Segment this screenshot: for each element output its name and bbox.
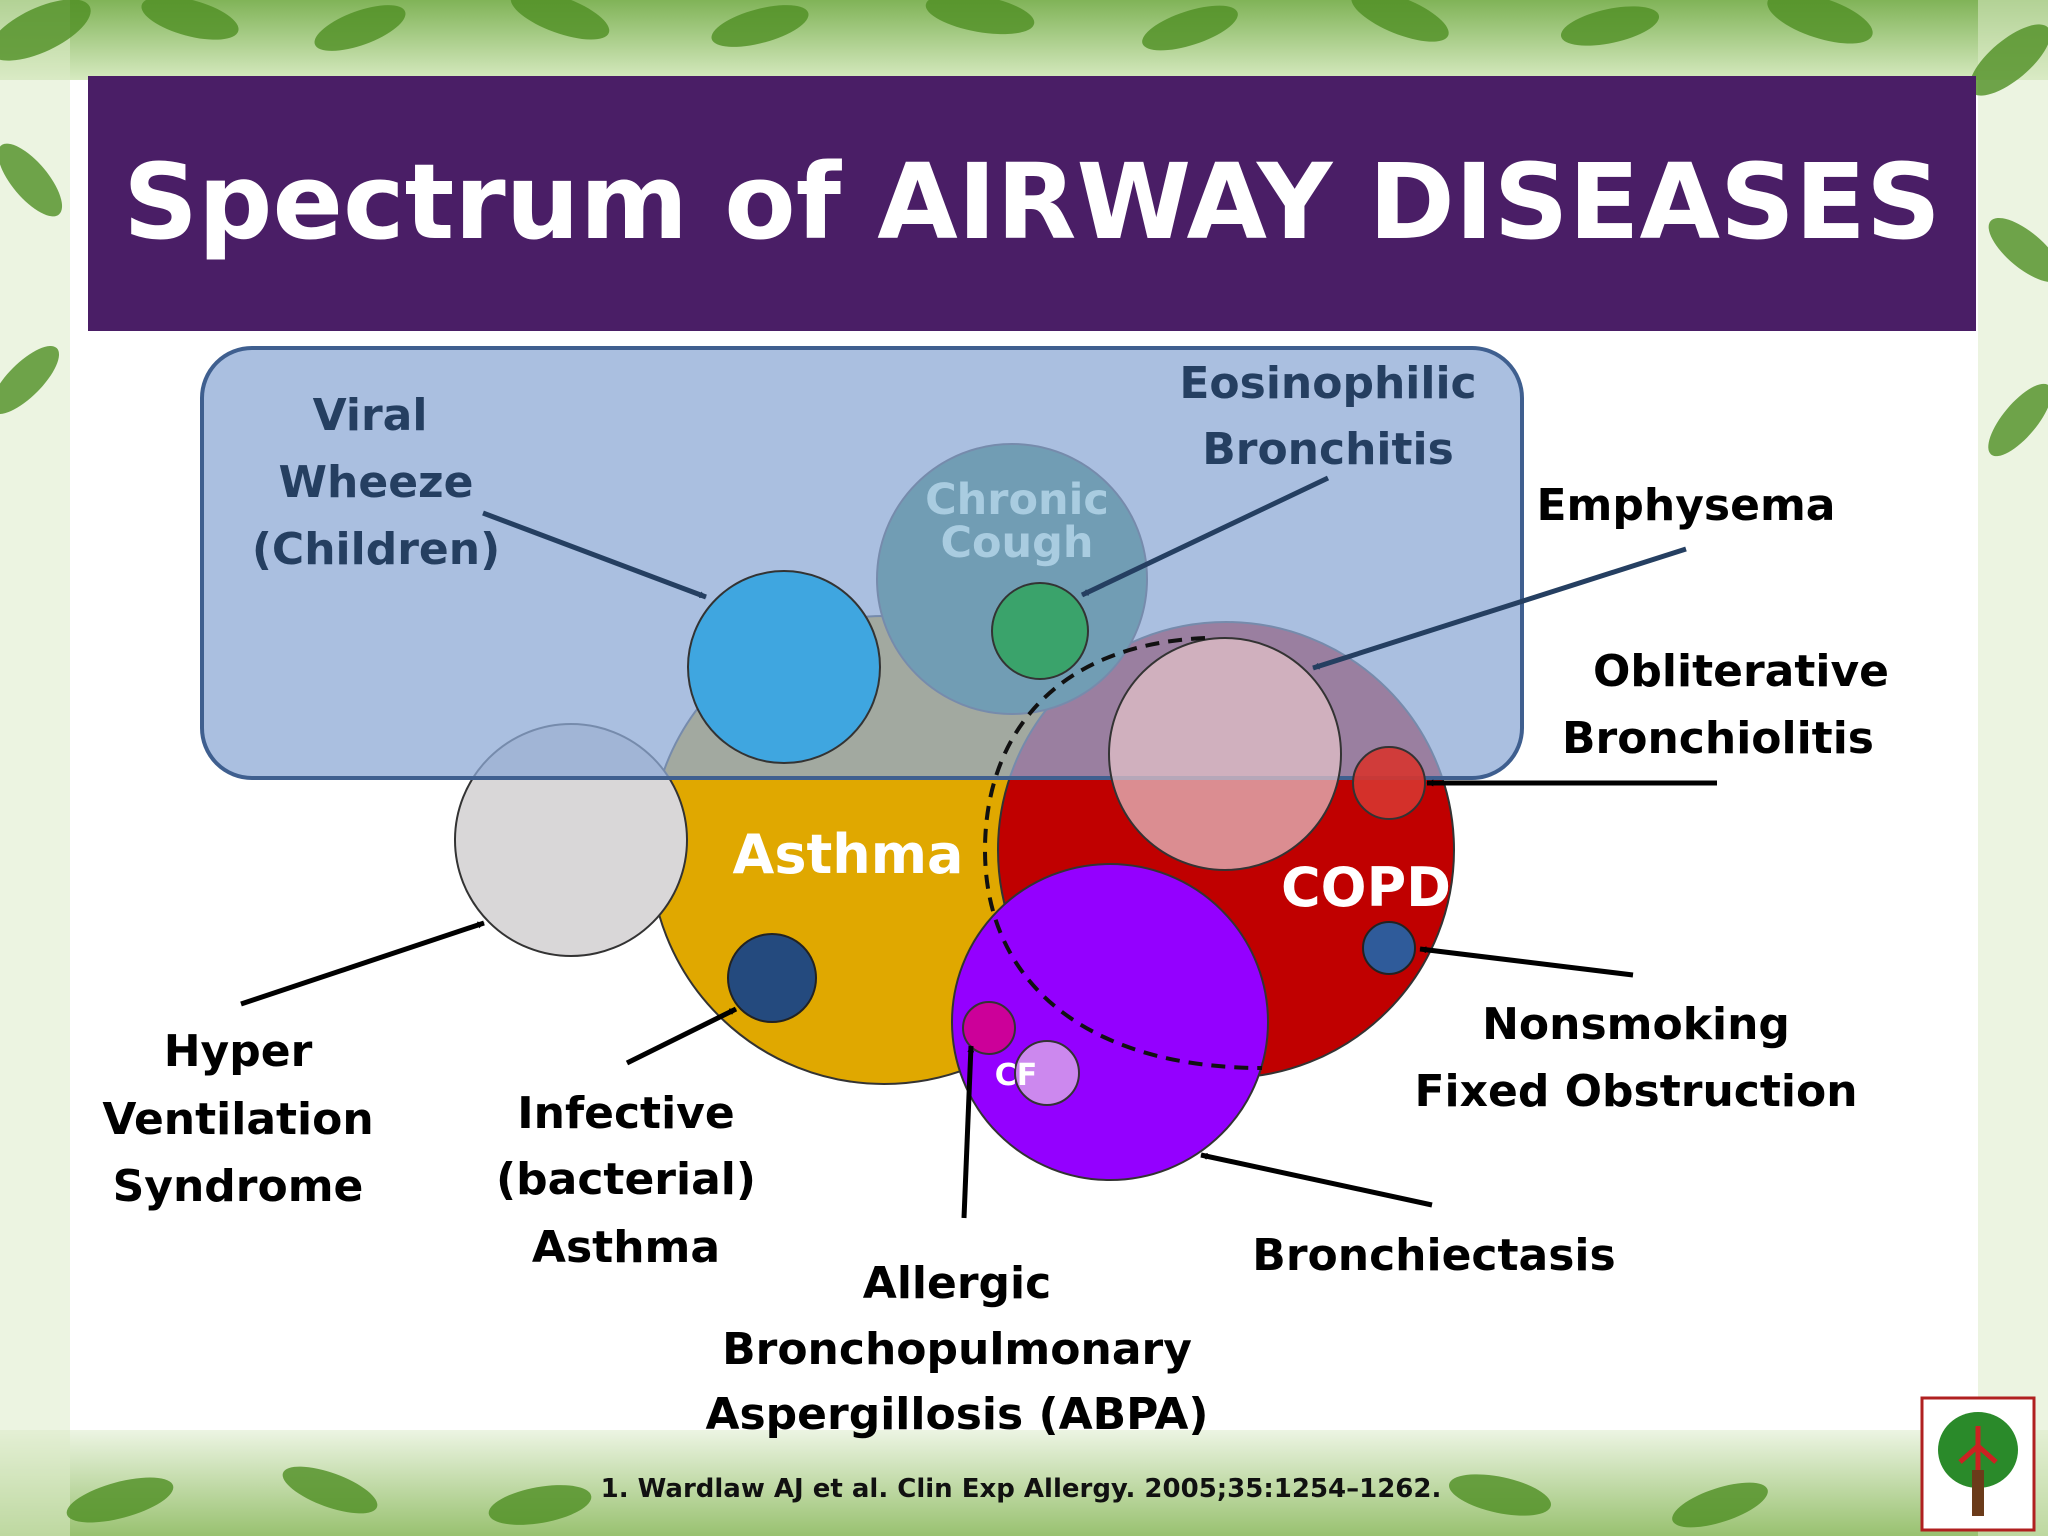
emphysema-arrow — [1312, 546, 1687, 671]
dashed-overlap-boundary — [982, 636, 1263, 1070]
asthma-label: Asthma — [733, 823, 964, 886]
nonsmoking-label-1: Nonsmoking — [1482, 999, 1790, 1050]
infective-label-3: Asthma — [532, 1222, 720, 1273]
infective-asthma-arrow — [625, 1006, 738, 1066]
abpa-arrow — [961, 1045, 975, 1219]
diagram-labels: Viral Wheeze (Children) Eosinophilic Bro… — [102, 358, 1889, 1440]
abpa-circle — [962, 1001, 1016, 1055]
eosinophilic-bronchitis-circle — [991, 582, 1089, 680]
infective-asthma-circle — [727, 933, 817, 1023]
infective-label-2: (bacterial) — [496, 1154, 756, 1205]
obliterative-label-2: Bronchiolitis — [1562, 713, 1874, 764]
viral-wheeze-label-2: Wheeze — [279, 457, 474, 508]
nonsmoking-fixed-circle — [1362, 921, 1416, 975]
airway-diagram: Asthma COPD Chronic Cough CF — [200, 346, 1524, 1181]
bronchiectasis-arrow — [1200, 1152, 1433, 1208]
emphysema-circle — [1108, 637, 1342, 871]
hyperventilation-label-2: Ventilation — [102, 1094, 373, 1145]
bronchiectasis-label: Bronchiectasis — [1252, 1230, 1615, 1281]
slide-title: Spectrum of AIRWAY DISEASES — [123, 141, 1941, 263]
obliterative-bronchiolitis-circle — [1352, 746, 1426, 820]
hyperventilation-arrow — [240, 920, 485, 1007]
chronic-cough-label-line2: Cough — [940, 518, 1093, 568]
hyperventilation-label-3: Syndrome — [113, 1161, 364, 1212]
nonsmoking-fixed-arrow — [1419, 946, 1634, 978]
eosinophilic-label-1: Eosinophilic — [1179, 358, 1476, 409]
eosinophilic-label-2: Bronchitis — [1202, 424, 1454, 475]
hyperventilation-label-1: Hyper — [164, 1026, 313, 1077]
reference-citation: 1. Wardlaw AJ et al. Clin Exp Allergy. 2… — [601, 1474, 1442, 1504]
abpa-label-2: Bronchopulmonary — [722, 1324, 1192, 1375]
viral-wheeze-label-1: Viral — [313, 390, 428, 441]
leader-arrows — [240, 475, 1717, 1219]
title-bar — [88, 76, 1976, 331]
cf-circle — [1014, 1040, 1080, 1106]
viral-wheeze-arrow — [482, 510, 707, 600]
emphysema-label: Emphysema — [1537, 480, 1836, 531]
abpa-label-3: Aspergillosis (ABPA) — [705, 1389, 1208, 1440]
cf-label: CF — [995, 1058, 1038, 1093]
viral-wheeze-label-3: (Children) — [252, 524, 500, 575]
infective-label-1: Infective — [517, 1088, 734, 1139]
nonsmoking-label-2: Fixed Obstruction — [1414, 1066, 1857, 1117]
lung-tree-logo-icon — [1920, 1396, 2036, 1532]
obliterative-label-1: Obliterative — [1593, 646, 1889, 697]
eosinophilic-bronchitis-arrow — [1080, 475, 1330, 598]
viral-wheeze-circle — [687, 570, 881, 764]
copd-label: COPD — [1281, 856, 1451, 919]
chronic-cough-label-line1: Chronic — [925, 475, 1109, 525]
abpa-label-1: Allergic — [863, 1258, 1051, 1309]
